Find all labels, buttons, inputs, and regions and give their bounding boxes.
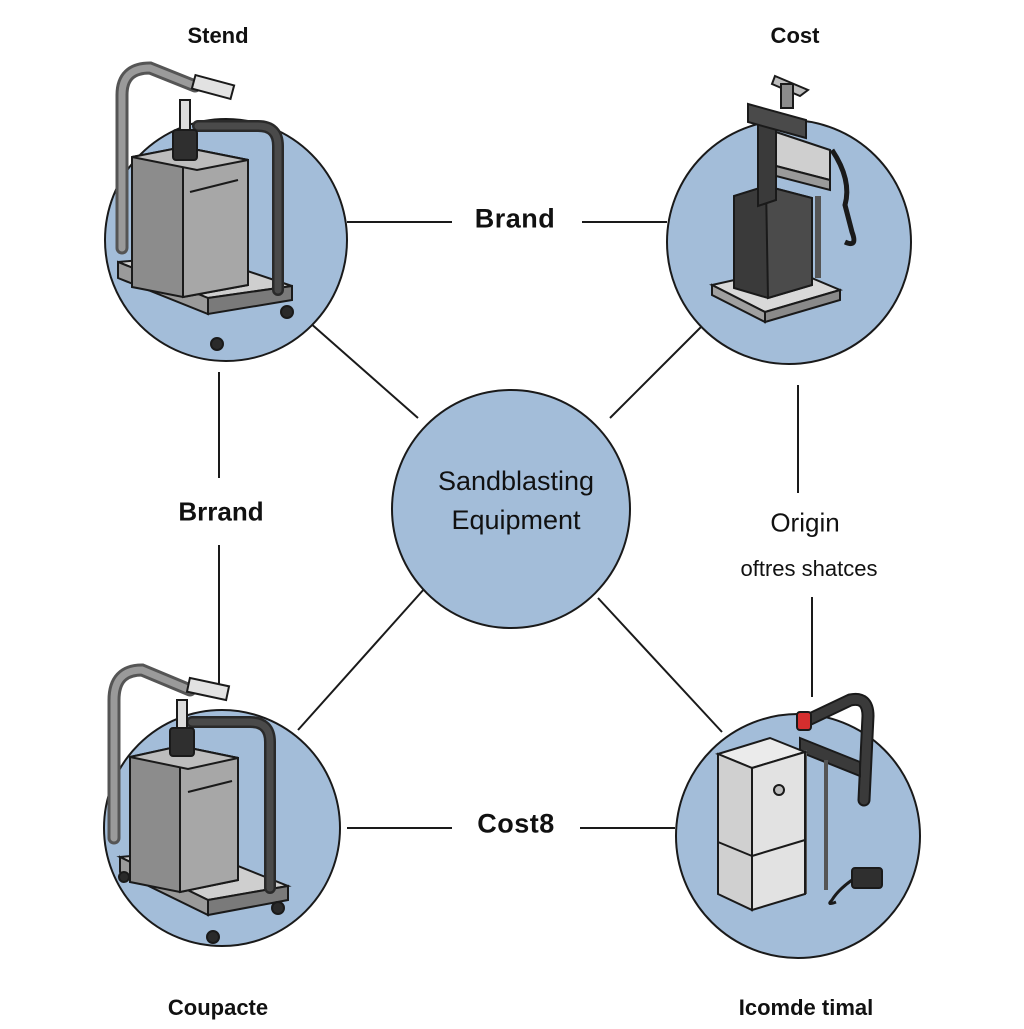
- node-top-right: [666, 74, 912, 365]
- corner-label-top-right: Cost: [762, 23, 828, 49]
- corner-label-bottom-right: Icomde timal: [730, 995, 882, 1021]
- industrial-blaster-with-hose-icon: [715, 692, 883, 912]
- corner-label-top-left: Stend: [179, 23, 257, 49]
- corner-label-bottom-left: Coupacte: [159, 995, 277, 1021]
- center-hub-label-line2: Equipment: [451, 505, 581, 535]
- node-bottom-left: [103, 663, 341, 947]
- edge-label-bottom: Cost8: [469, 808, 563, 840]
- node-bottom-right: [675, 692, 921, 959]
- right-label-title: Origin: [762, 507, 848, 539]
- connector-hub-to-bottom-right: [597, 597, 723, 733]
- right-label-subtitle: oftres shatces: [732, 556, 886, 582]
- center-hub-label-line1: Sandblasting: [437, 465, 595, 496]
- center-hub: [391, 389, 631, 629]
- center-hub-label: Sandblasting Equipment: [438, 462, 594, 540]
- edge-label-top: Brand: [466, 203, 564, 235]
- pressure-pot-sandblaster-icon: [107, 663, 292, 944]
- pressure-pot-sandblaster-icon: [115, 61, 294, 351]
- edge-label-left: Brrand: [170, 496, 272, 528]
- connector-hub-to-bottom-left: [297, 587, 426, 731]
- blast-cabinet-unit-icon: [709, 74, 857, 324]
- node-top-left: [104, 61, 348, 362]
